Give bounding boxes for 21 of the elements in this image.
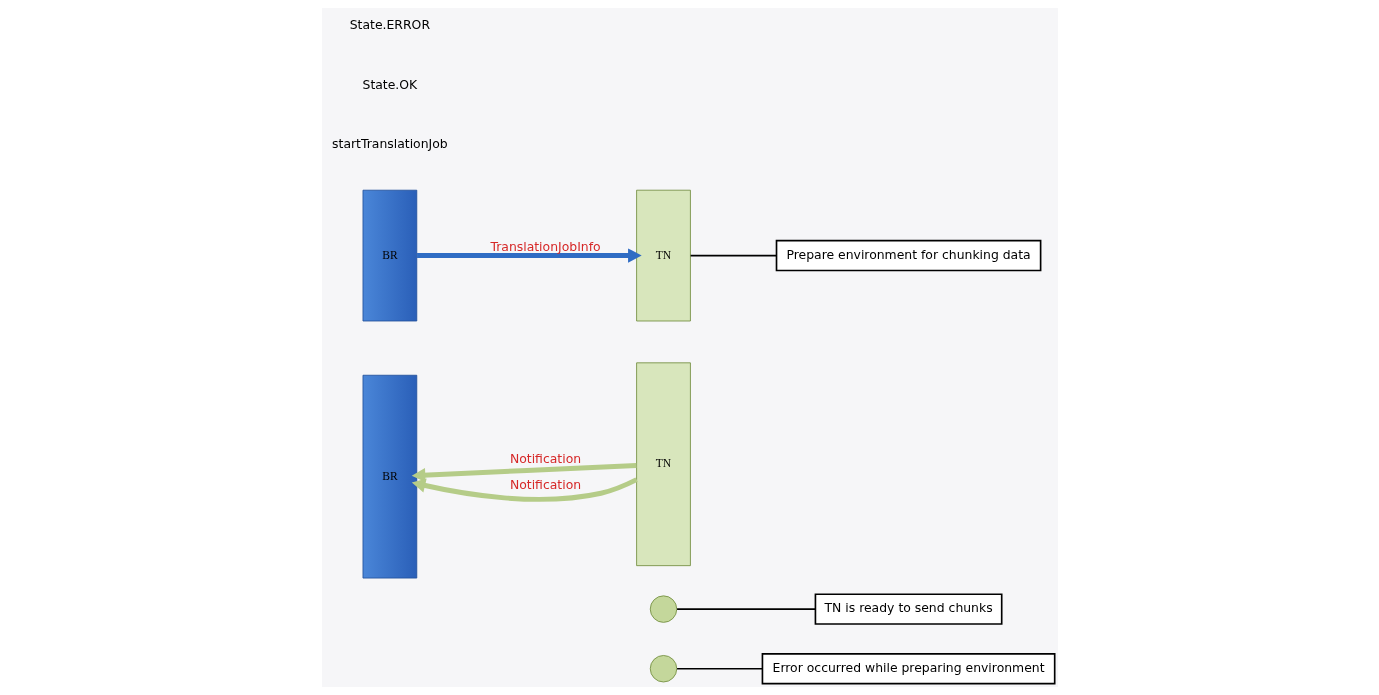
node-box: BR (362, 374, 417, 579)
edge-label: TranslationJobInfo (489, 239, 601, 255)
node-box: TN (635, 189, 691, 322)
edge-label: Notification (509, 450, 581, 466)
arrow (411, 477, 638, 502)
node-circle (649, 655, 677, 683)
node-box: TN (635, 362, 691, 567)
connector (689, 254, 777, 257)
edge-label: Notification (509, 477, 581, 493)
arrow (411, 462, 636, 483)
node-box: Prepare environment for chunking data (775, 239, 1041, 272)
arrow (416, 248, 642, 263)
connector (675, 667, 763, 670)
label: startTranslationJob (331, 136, 448, 152)
node-circle (649, 595, 677, 623)
connector (675, 608, 816, 610)
node-box: Error occurred while preparing environment (761, 653, 1055, 685)
label: State.OK (362, 76, 417, 92)
label: State.ERROR (349, 17, 430, 33)
node-box: TN is ready to send chunks (814, 593, 1003, 625)
node-box: BR (362, 189, 417, 322)
